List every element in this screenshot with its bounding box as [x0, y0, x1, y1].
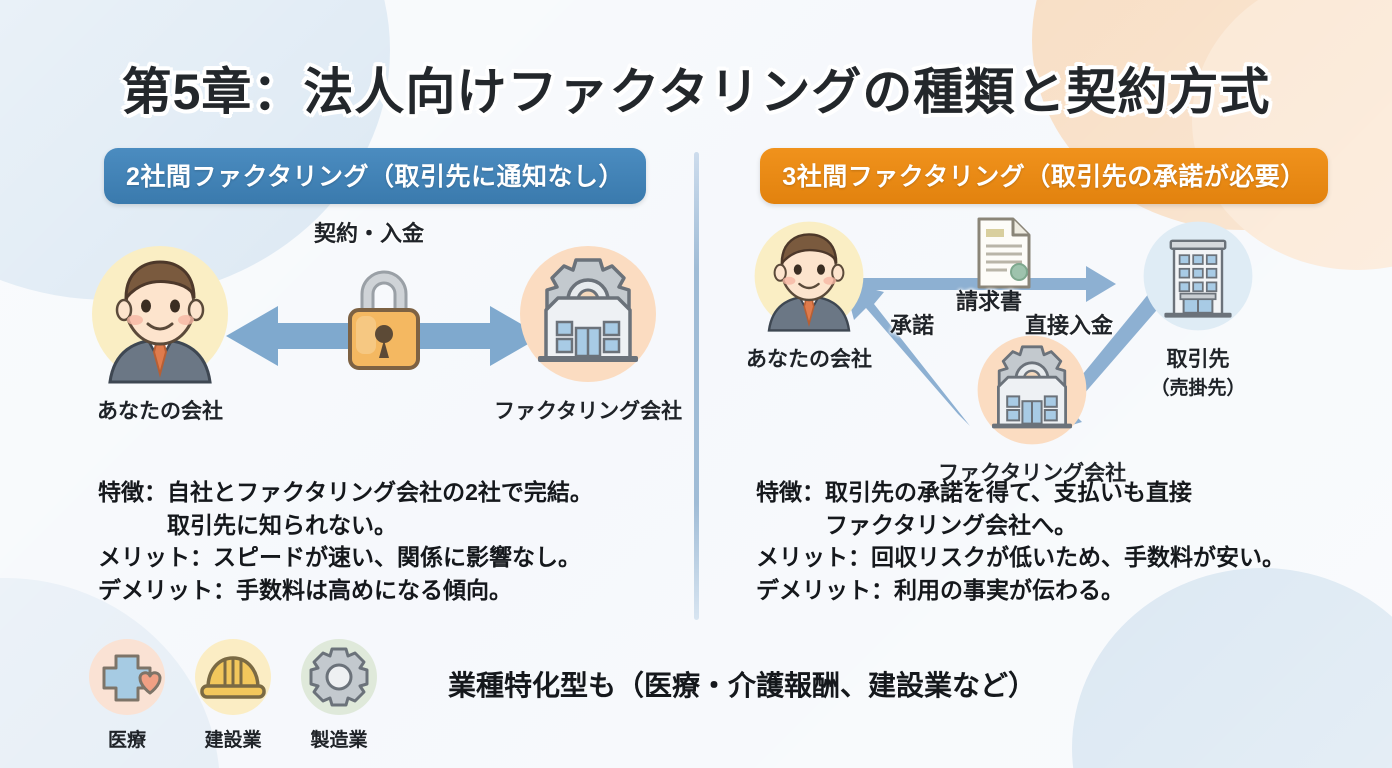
industry-label-manufacturing: 製造業 — [310, 730, 368, 751]
businessman-avatar-icon — [92, 246, 228, 384]
three-party-diagram: 請求書 直接入金 承諾 あなたの会社 — [710, 212, 1370, 485]
right-panel: 3社間ファクタリング（取引先の承諾が必要） — [710, 148, 1370, 204]
actor-your-company-label: あなたの会社 — [97, 400, 223, 423]
two-party-diagram: 契約・入金 — [24, 221, 684, 432]
actor-client-label: 取引先 — [1166, 348, 1230, 371]
actor-client: 取引先 （売掛先） — [1142, 220, 1254, 400]
factoring-company-icon — [977, 335, 1087, 445]
flow-label-approval: 承諾 — [890, 313, 935, 338]
left-flow-label: 契約・入金 — [314, 221, 425, 246]
industry-label-construction: 建設業 — [204, 730, 262, 751]
medical-cross-heart-icon — [89, 639, 165, 715]
industry-item-medical: 医療 — [88, 638, 166, 752]
actor-your-company-3p: あなたの会社 — [746, 220, 872, 373]
actor-factoring-company-3p: ファクタリング会社 — [938, 334, 1126, 487]
actor-factoring-company: ファクタリング会社 — [494, 244, 682, 425]
footer-note: 業種特化型も（医療・介護報酬、建設業など） — [448, 670, 1037, 701]
document-icon — [977, 217, 1031, 289]
industry-icon-list: 医療 建設業 製造業 — [88, 638, 378, 752]
actor-factoring-company-label: ファクタリング会社 — [494, 400, 683, 423]
industry-item-manufacturing: 製造業 — [300, 638, 378, 752]
left-panel-details: 特徴：自社とファクタリング会社の2社で完結。 取引先に知られない。 メリット：ス… — [98, 479, 593, 603]
factoring-company-icon — [520, 246, 657, 382]
lock-icon — [348, 270, 420, 370]
industry-item-construction: 建設業 — [194, 638, 272, 752]
gear-icon — [301, 639, 377, 715]
industry-label-medical: 医療 — [107, 730, 146, 751]
businessman-avatar-icon — [754, 221, 864, 332]
left-panel: 2社間ファクタリング（取引先に通知なし） — [24, 148, 684, 204]
actor-your-company: あなたの会社 — [90, 244, 230, 425]
actor-your-company-3p-label: あなたの会社 — [746, 348, 872, 371]
right-panel-header: 3社間ファクタリング（取引先の承諾が必要） — [760, 148, 1328, 204]
left-panel-header: 2社間ファクタリング（取引先に通知なし） — [104, 148, 646, 204]
office-building-icon — [1143, 221, 1253, 331]
flow-label-direct-payment: 直接入金 — [1025, 313, 1114, 338]
actor-factoring-company-3p-label: ファクタリング会社 — [938, 462, 1127, 485]
actor-client-sublabel: （売掛先） — [1150, 378, 1246, 399]
panel-divider — [694, 152, 699, 620]
page-title: 第5章：法人向けファクタリングの種類と契約方式 — [121, 64, 1271, 120]
arrow-approval — [844, 284, 970, 426]
hard-hat-icon — [195, 639, 271, 715]
right-panel-details: 特徴：取引先の承諾を得て、支払いも直接 ファクタリング会社へ。 メリット：回収リ… — [756, 479, 1285, 603]
flow-label-invoice: 請求書 — [956, 289, 1023, 314]
